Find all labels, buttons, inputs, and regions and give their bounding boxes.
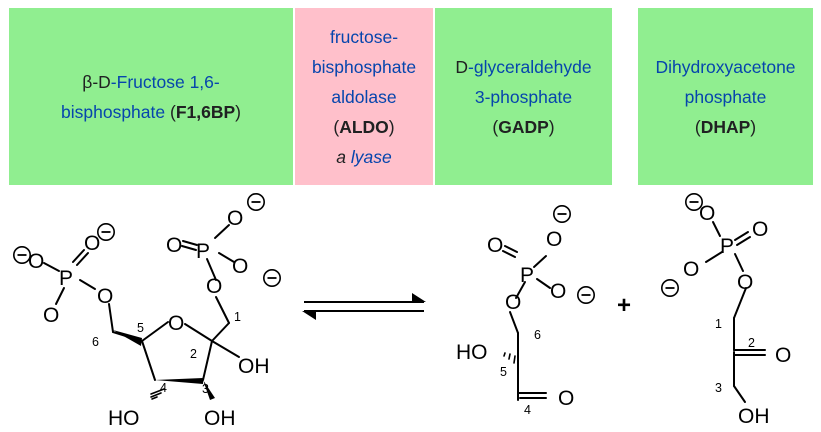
f-o-lower-right: O	[232, 255, 248, 278]
f16bp-name-link[interactable]: -Fructose 1,6-	[110, 71, 220, 92]
aldo-open-paren: (	[333, 116, 340, 137]
gadp-header-cell: D-glyceraldehyde 3-phosphate (GADP)	[435, 8, 612, 185]
f-o-c2-bond	[184, 323, 213, 342]
f-o-ester-left: O	[97, 285, 113, 308]
dhap-p: P	[720, 235, 734, 258]
dhap-oh: OH	[738, 405, 770, 428]
gadp-num-c6: 6	[534, 328, 541, 342]
f16bp-bisphosphate-link[interactable]: bisphosphate	[61, 101, 166, 122]
dhap-o-upper: O	[699, 202, 715, 225]
gadp-link-line1[interactable]: -glyceraldehyde	[468, 56, 592, 77]
gadp-o-double: O	[487, 234, 503, 257]
dhap-close-paren: )	[750, 116, 757, 137]
f-charge-lower-right	[262, 268, 282, 288]
f-c1-o-bond	[215, 296, 230, 324]
dhap-o-ester: O	[737, 271, 753, 294]
f-c4-ho: HO	[108, 407, 140, 430]
aldo-abbr: ALDO	[339, 116, 389, 137]
gadp-charge-lower	[576, 285, 596, 305]
f16bp-prefix: β-	[82, 71, 99, 92]
f-c2-c3-bond	[202, 340, 213, 381]
gadp-o-upper: O	[546, 228, 562, 251]
f16bp-close-paren: )	[235, 101, 241, 122]
f16bp-abbr: F1,6BP	[175, 101, 236, 122]
aldo-link-line1[interactable]: fructose-	[329, 26, 399, 47]
gadp-o-lower: O	[550, 280, 566, 303]
f-wedge-c4-c3	[155, 378, 203, 384]
dhap-charge-left	[660, 278, 680, 298]
f-num-c1: 1	[234, 310, 241, 324]
f-o-double-right: O	[166, 234, 182, 257]
f-charge-left	[12, 245, 32, 265]
gadp-abbr: GADP	[498, 116, 549, 137]
dhap-header-cell: Dihydroxyacetone phosphate (DHAP)	[638, 8, 813, 185]
gadp-ho: HO	[456, 341, 488, 364]
gadp-hash-bond-c5	[503, 352, 516, 364]
dhap-num-c1: 1	[715, 317, 722, 331]
f-c2-oh: OH	[238, 355, 270, 378]
f-c2-c1-bond	[211, 322, 230, 342]
lyase-link[interactable]: lyase	[350, 146, 392, 167]
f-p-o-bond-left	[43, 262, 60, 272]
dhap-charge-upper	[684, 192, 704, 212]
f-p-o-bond-top	[72, 249, 85, 263]
dhap-open-paren: (	[694, 116, 701, 137]
aldo-a-text: a	[336, 146, 346, 167]
f-num-c2: 2	[190, 347, 197, 361]
gadp-num-c4: 4	[524, 403, 531, 417]
f-p-left: P	[59, 267, 73, 290]
f-c3-oh: OH	[204, 407, 236, 430]
gadp-d-label: D	[455, 56, 469, 77]
f-o-c6-bond	[108, 303, 114, 333]
f-wedge-c6-c5	[113, 330, 142, 346]
f-p-o-bond-bottom	[55, 287, 65, 305]
equilibrium-arrows-icon	[302, 293, 426, 320]
gadp-close-paren: )	[548, 116, 555, 137]
f16bp-d-label: D	[98, 71, 111, 92]
gadp-open-paren: (	[492, 116, 499, 137]
f-c2-oh-bond	[211, 340, 240, 358]
dhap-o-double: O	[752, 218, 768, 241]
dhap-link-line2[interactable]: phosphate	[684, 86, 767, 107]
f-wedge-c3-oh	[203, 380, 215, 400]
f-o-p-right-bond	[206, 258, 217, 281]
gadp-o-aldehyde: O	[558, 387, 574, 410]
f16bp-header-cell: β-D-Fructose 1,6- bisphosphate (F1,6BP)	[9, 8, 293, 185]
f-c5-c4-bond	[141, 340, 156, 381]
dhap-o-ketone: O	[775, 344, 791, 367]
dhap-link-line1[interactable]: Dihydroxyacetone	[655, 56, 796, 77]
gadp-charge-upper	[552, 204, 572, 224]
f-c5-o-bond	[141, 321, 169, 342]
dhap-num-c2: 2	[748, 336, 755, 350]
f-num-c6: 6	[92, 335, 99, 349]
f-o-left: O	[28, 250, 44, 273]
f-charge-upper-right	[246, 192, 266, 212]
gadp-link-line2[interactable]: 3-phosphate	[474, 86, 573, 107]
aldo-link-line2[interactable]: bisphosphate	[311, 56, 417, 77]
f-o-ester-right: O	[206, 275, 222, 298]
f-charge-top	[96, 222, 116, 242]
f-num-c3: 3	[202, 382, 209, 396]
f16bp-open-paren: (	[165, 101, 176, 122]
f-hash-bond-c4	[150, 388, 165, 400]
aldo-link-line3[interactable]: aldolase	[331, 86, 397, 107]
f-num-c5: 5	[137, 321, 144, 335]
plus-sign: +	[617, 292, 631, 319]
aldo-close-paren: )	[388, 116, 395, 137]
f-p-right: P	[196, 240, 210, 263]
gadp-o-ester: O	[505, 291, 521, 314]
f-ring-o: O	[168, 312, 184, 335]
f-o-top: O	[84, 232, 100, 255]
f-o-upper-right: O	[227, 207, 243, 230]
gadp-p: P	[520, 264, 534, 287]
dhap-o-left: O	[683, 258, 699, 281]
f-p-ester-bond	[79, 279, 96, 290]
aldo-header-cell: fructose- bisphosphate aldolase (ALDO) a…	[295, 8, 433, 185]
f-o-bottom: O	[43, 304, 59, 327]
dhap-abbr: DHAP	[700, 116, 751, 137]
f-num-c4: 4	[160, 381, 167, 395]
gadp-num-c5: 5	[500, 365, 507, 379]
dhap-num-c3: 3	[715, 381, 722, 395]
